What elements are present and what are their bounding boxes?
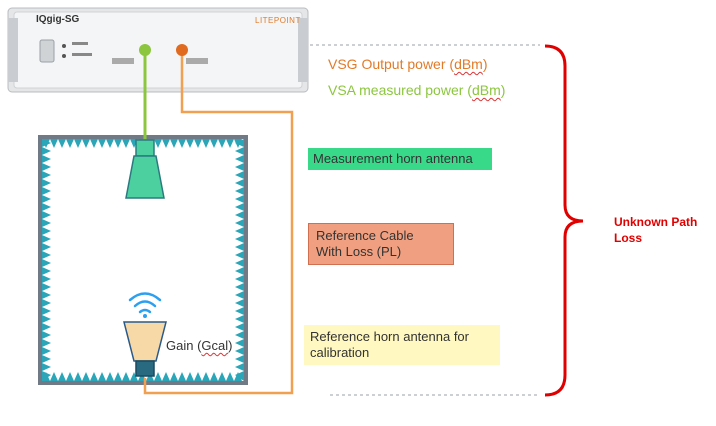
reference-horn-line1: Reference horn antenna for (310, 329, 469, 344)
reference-horn-icon (123, 321, 167, 377)
unknown-loss-bracket (544, 44, 584, 397)
reference-horn-label-box: Reference horn antenna for calibration (304, 325, 500, 365)
vsg-port-icon (176, 44, 188, 56)
reference-cable-label-box: Reference Cable With Loss (PL) (308, 223, 454, 265)
instrument-unit (7, 7, 309, 93)
wifi-icon (128, 292, 162, 318)
vsa-measured-power-label: VSA measured power (dBm) (328, 82, 506, 98)
measurement-horn-label-box: Measurement horn antenna (308, 148, 492, 170)
gain-label: Gain (Gcal) (166, 338, 233, 353)
vsg-output-power-label: VSG Output power (dBm) (328, 56, 488, 72)
measurement-horn-label: Measurement horn antenna (313, 151, 473, 166)
vsa-port-icon (139, 44, 151, 56)
measurement-horn-icon (125, 139, 165, 199)
reference-cable-path (143, 50, 294, 395)
instrument-brand-logo: LITEPOINT (255, 16, 301, 25)
reference-cable-line2: With Loss (PL) (316, 244, 402, 259)
reference-cable-line1: Reference Cable (316, 228, 414, 243)
unknown-path-loss-label: Unknown Path Loss (614, 215, 698, 245)
reference-horn-line2: calibration (310, 345, 370, 360)
instrument-model-label: IQgig-SG (36, 14, 80, 25)
